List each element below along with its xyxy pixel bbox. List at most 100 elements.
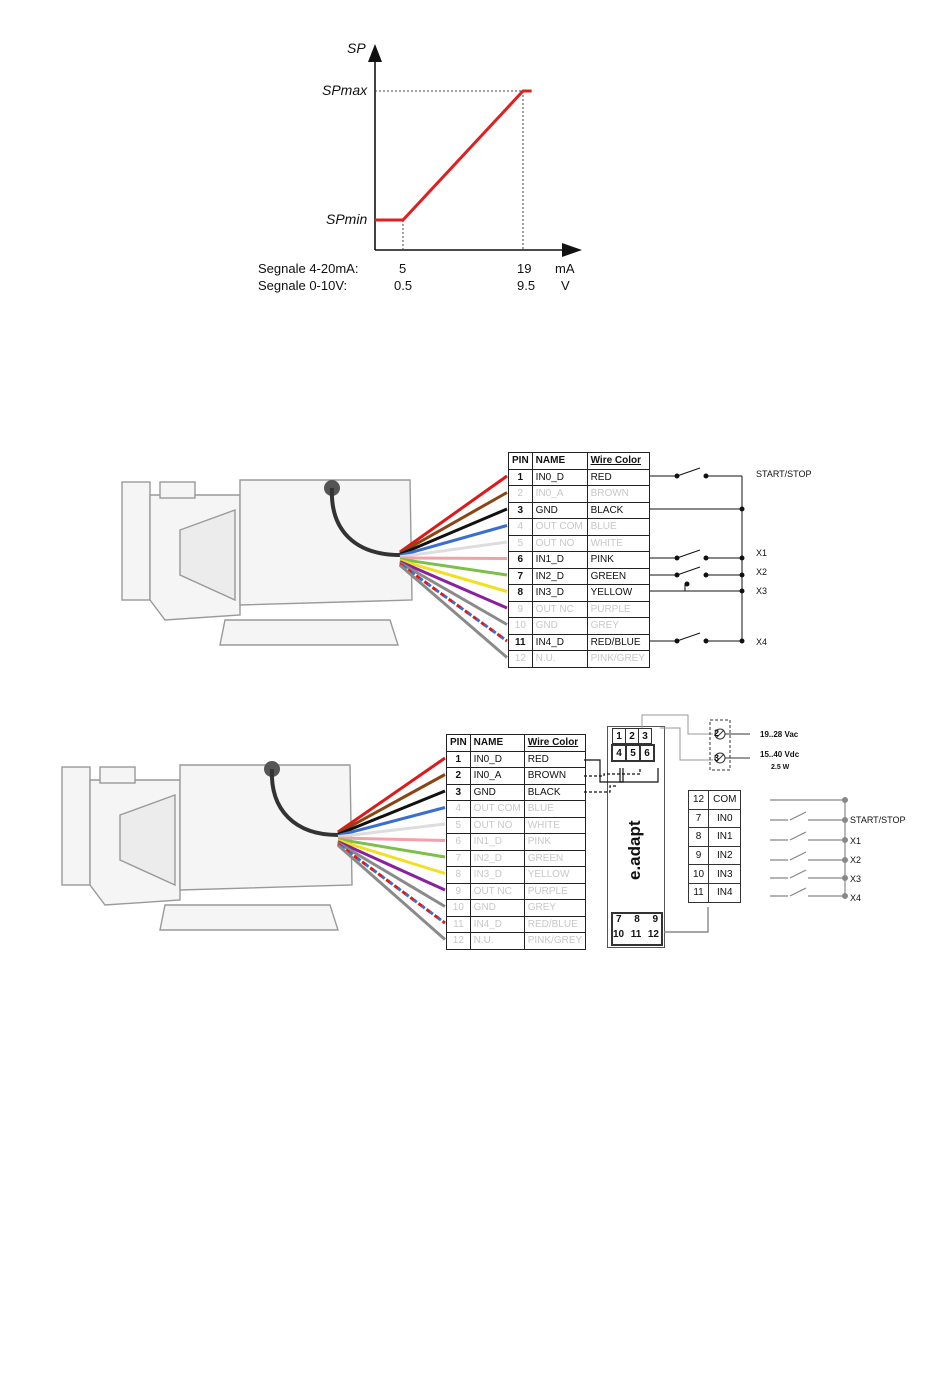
label-x1-2: X1 (850, 836, 862, 846)
wire-10 (399, 561, 508, 626)
power-supply-box (709, 719, 731, 771)
pump-base (159, 904, 339, 931)
header-name: NAME (469, 734, 525, 752)
pin-table-2-cell-name: OUT NO (469, 816, 525, 834)
eadapt-wiring (584, 714, 849, 933)
terminal-8: 8 (634, 914, 640, 925)
pin-table-1-header: PIN NAME Wire Color (508, 452, 651, 470)
pin-table-1-cell-name: OUT NC (531, 600, 588, 618)
pin-table-2-cell-color: WHITE (523, 816, 587, 834)
io-cell-name: IN2 (708, 845, 742, 866)
pin-table-1-cell-pin: 11 (508, 633, 533, 651)
terminal-5: 5 (625, 744, 641, 762)
signal-label-v: Segnale 0-10V: (258, 278, 348, 293)
header-pin: PIN (508, 452, 533, 470)
pin-table-1-cell-pin: 12 (508, 650, 533, 668)
wire-5 (399, 540, 508, 559)
pump-motor-housing (179, 764, 353, 891)
power-dc-label: 15..40 Vdc (760, 750, 800, 759)
spmax-label: SPmax (322, 82, 368, 98)
y-axis-label: SP (347, 40, 366, 56)
wire-1 (337, 756, 446, 834)
label-start-stop-2: START/STOP (850, 815, 906, 825)
power-ac-label: 19..28 Vac (760, 730, 799, 739)
pin-table-1-cell-pin: 1 (508, 468, 533, 486)
io-cell-num: 12 (687, 790, 710, 810)
wire-10 (337, 841, 446, 908)
wire-2 (337, 773, 446, 835)
pin-table-1-cell-pin: 6 (508, 551, 533, 569)
wire-11-stripe (399, 562, 508, 643)
io-cell-num: 11 (687, 882, 710, 903)
pin-table-2-cell-name: IN0_D (469, 750, 525, 768)
label-x4-1: X4 (756, 637, 768, 647)
io-cell-num: 8 (687, 827, 710, 847)
wire-9 (399, 560, 508, 610)
pin-table-2-cell-name: IN4_D (469, 915, 525, 933)
wire-8 (399, 558, 508, 593)
wire-8 (337, 838, 446, 875)
pin-table-1-cell-name: IN0_D (531, 468, 588, 486)
signal-unit-v: V (561, 278, 570, 293)
pin-table-2-header: PIN NAME Wire Color (446, 734, 587, 752)
pin-table-1-cell-pin: 8 (508, 584, 533, 602)
io-cell-num: 9 (687, 845, 710, 866)
signal-low-ma: 5 (399, 261, 407, 276)
wire-2 (399, 491, 508, 555)
pin-table-2-cell-color: GREY (523, 899, 587, 917)
wire-3 (399, 507, 508, 556)
io-cell-num: 7 (687, 808, 710, 829)
io-cell-name: IN0 (708, 808, 742, 829)
power-w-label: 2.5 W (771, 764, 790, 771)
wire-7 (399, 557, 508, 577)
pin-table-2-cell-name: GND (469, 899, 525, 917)
label-x2-1: X2 (756, 567, 768, 577)
wire-11-stripe (337, 842, 446, 925)
pin-table-2-cell-pin: 12 (446, 932, 471, 950)
pin-table-1-cell-name: IN4_D (531, 633, 588, 651)
pin-table-2-cell-color: BROWN (523, 767, 587, 785)
io-cell-num: 10 (687, 864, 710, 884)
pin-table-2-cell-pin: 6 (446, 833, 471, 851)
setpoint-series-line (375, 89, 532, 222)
spmin-label: SPmin (326, 211, 368, 227)
pin-table-2-cell-color: RED (523, 750, 587, 768)
header-name: NAME (531, 452, 588, 470)
pin-table-2-cell-color: BLACK (523, 783, 587, 801)
switch-wiring-1 (650, 467, 745, 644)
terminal-10: 10 (613, 929, 625, 940)
eadapt-bottom-terminal-block (611, 912, 663, 946)
io-cell-name: IN4 (708, 882, 742, 903)
setpoint-chart (368, 44, 582, 257)
pin-table-1-cell-pin: 7 (508, 567, 533, 585)
pin-table-1-cell-color: BROWN (586, 485, 651, 503)
pump-diffuser (119, 794, 176, 887)
wire-12 (399, 564, 508, 659)
pin-table-1-cell-pin: 5 (508, 534, 533, 552)
pin-table-2-cell-name: GND (469, 783, 525, 801)
wire-bundle-1 (399, 474, 508, 659)
power-terminal-3-label: 3 (714, 753, 720, 763)
pin-table-2-cell-pin: 9 (446, 882, 471, 900)
pin-table-2-cell-color: PURPLE (523, 882, 587, 900)
pin-table-2-cell-pin: 3 (446, 783, 471, 801)
eadapt-top-terminals: 1 2 3 (612, 728, 652, 744)
pin-table-2-cell-name: IN1_D (469, 833, 525, 851)
x-axis-arrow (562, 243, 582, 257)
